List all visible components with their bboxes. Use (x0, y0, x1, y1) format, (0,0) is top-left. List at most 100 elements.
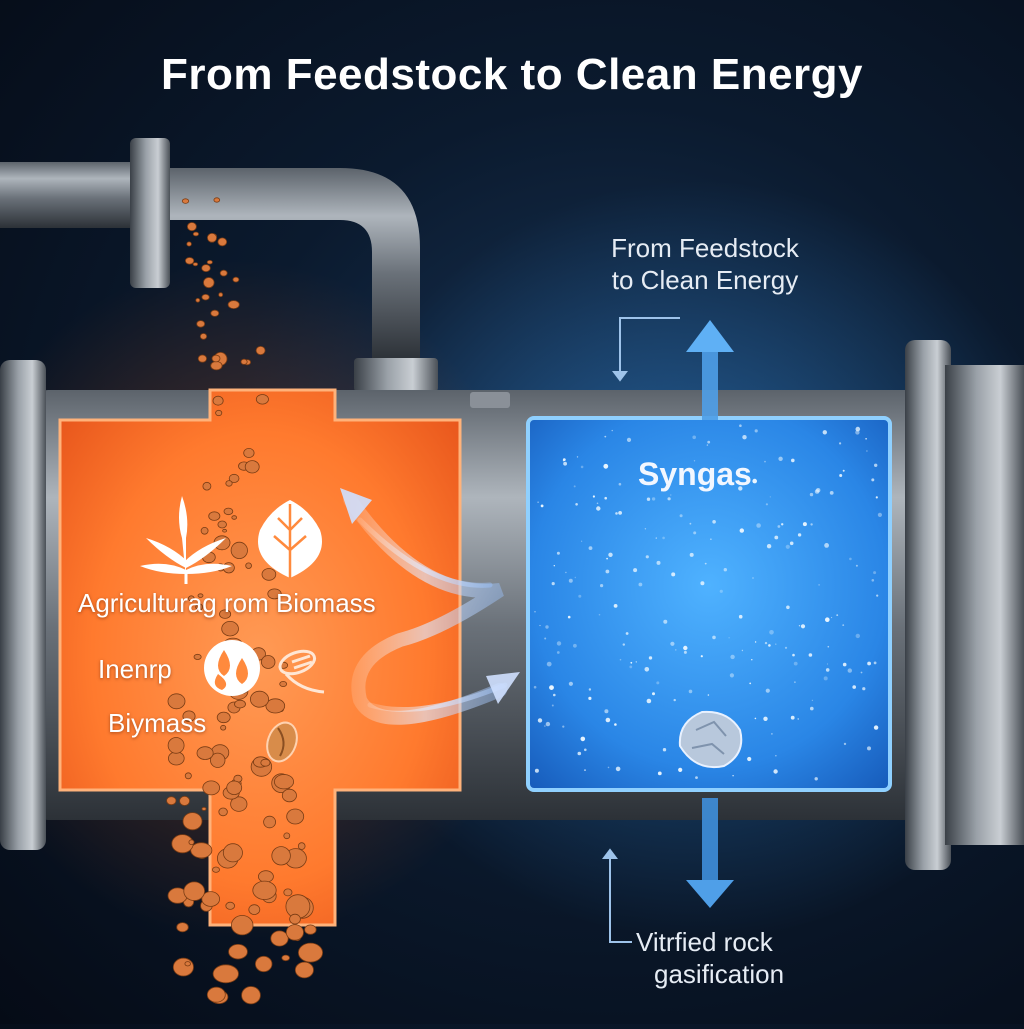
feedstock-particle (297, 842, 306, 850)
feedstock-particle (176, 922, 189, 933)
syngas-sparkle (855, 430, 860, 435)
syngas-sparkle (741, 649, 744, 652)
syngas-sparkle (874, 463, 878, 467)
syngas-sparkle (603, 463, 609, 469)
syngas-sparkle (600, 584, 604, 588)
swirl-flow (343, 493, 508, 725)
syngas-sparkle (693, 531, 697, 535)
feedstock-particle (188, 839, 195, 845)
syngas-sparkle (847, 668, 852, 673)
syngas-sparkle (764, 641, 768, 645)
syngas-sparkle (534, 611, 536, 613)
feedstock-particle (228, 944, 248, 960)
syngas-sparkle (712, 635, 716, 640)
syngas-sparkle (553, 565, 555, 567)
feedstock-particle (304, 924, 317, 935)
feedstock-particle (217, 237, 228, 247)
feedstock-particle (219, 269, 228, 277)
feedstock-particle (226, 780, 243, 796)
syngas-sparkle (565, 571, 567, 574)
syngas-sparkle (732, 775, 734, 777)
feedstock-particle (215, 409, 223, 417)
syngas-sparkle (829, 491, 834, 495)
syngas-sparkle (723, 568, 727, 572)
syngas-sparkle (580, 465, 584, 469)
syngas-sparkle (814, 489, 820, 494)
syngas-sparkle (765, 688, 770, 693)
syngas-sparkle (581, 540, 583, 542)
syngas-sparkle (568, 578, 573, 583)
syngas-sparkle (822, 430, 827, 435)
vitrified-rock-icon (678, 710, 743, 768)
bottom-note-line1: Vitrfied rock (636, 927, 773, 957)
top-note-line2: to Clean Energy (611, 265, 799, 295)
syngas-sparkle (648, 656, 653, 660)
syngas-sparkle (588, 696, 592, 701)
syngas-sparkle (545, 721, 551, 727)
syngas-sparkle (578, 594, 582, 598)
feedstock-particle (167, 737, 185, 754)
feedstock-particle (248, 904, 261, 915)
feedstock-particle (213, 197, 221, 203)
feedstock-particle (196, 746, 214, 760)
syngas-sparkle (763, 716, 768, 721)
seed-icon (266, 721, 298, 763)
syngas-sparkle (811, 699, 814, 702)
syngas-sparkle (663, 619, 668, 624)
feedstock-particle (261, 568, 277, 581)
feedstock-particle (283, 832, 291, 840)
syngas-sparkle (678, 767, 683, 773)
syngas-sparkle (688, 689, 693, 694)
top-note: From Feedstock to Clean Energy (590, 232, 820, 296)
feedstock-particle (195, 297, 201, 303)
syngas-sparkle (662, 536, 665, 540)
feedstock-particle (218, 292, 224, 298)
syngas-sparkle (754, 641, 757, 643)
syngas-sparkle (568, 681, 574, 686)
syngas-sparkle (752, 478, 757, 484)
syngas-sparkle (619, 658, 622, 661)
syngas-sparkle (842, 624, 845, 626)
syngas-sparkle (739, 424, 742, 428)
feedstock-particle (281, 788, 297, 803)
syngas-sparkle (707, 694, 710, 696)
biymass-label: Biymass (108, 708, 207, 738)
syngas-sparkle (839, 442, 842, 445)
feedstock-particle (196, 320, 206, 328)
biomass-drops-icon (204, 640, 260, 696)
feedstock-particle (260, 758, 271, 767)
feedstock-particle (222, 843, 243, 863)
syngas-sparkle (574, 576, 576, 579)
feedstock-particle (218, 807, 228, 817)
syngas-sparkle (775, 755, 777, 757)
feedstock-particle (257, 870, 274, 883)
syngas-sparkle (614, 723, 617, 726)
syngas-sparkle (778, 456, 783, 461)
feedstock-particle (184, 772, 192, 780)
feedstock-particle (225, 480, 233, 487)
syngas-sparkle (875, 496, 878, 499)
feedstock-particle (182, 812, 203, 831)
syngas-sparkle (771, 733, 773, 735)
syngas-sparkle (769, 630, 774, 635)
syngas-sparkle (866, 450, 868, 452)
feedstock-particle (206, 986, 226, 1003)
syngas-sparkle (825, 617, 830, 622)
syngas-sparkle (605, 569, 610, 574)
syngas-sparkle (794, 681, 796, 684)
feedstock-particle (263, 815, 277, 829)
syngas-sparkle (556, 651, 560, 654)
feedstock-particle (279, 681, 288, 688)
syngas-sparkle (584, 748, 587, 752)
feedstock-particle (273, 774, 294, 790)
syngas-sparkle (598, 613, 601, 616)
syngas-sparkle (825, 668, 830, 672)
feedstock-particle (261, 655, 276, 669)
syngas-sparkle (633, 568, 638, 573)
syngas-sparkle (607, 766, 610, 769)
feedstock-particle (220, 724, 227, 731)
feedstock-particle (190, 842, 213, 859)
syngas-sparkle (553, 693, 556, 697)
syngas-sparkle (608, 552, 613, 557)
syngas-sparkle (573, 485, 576, 488)
